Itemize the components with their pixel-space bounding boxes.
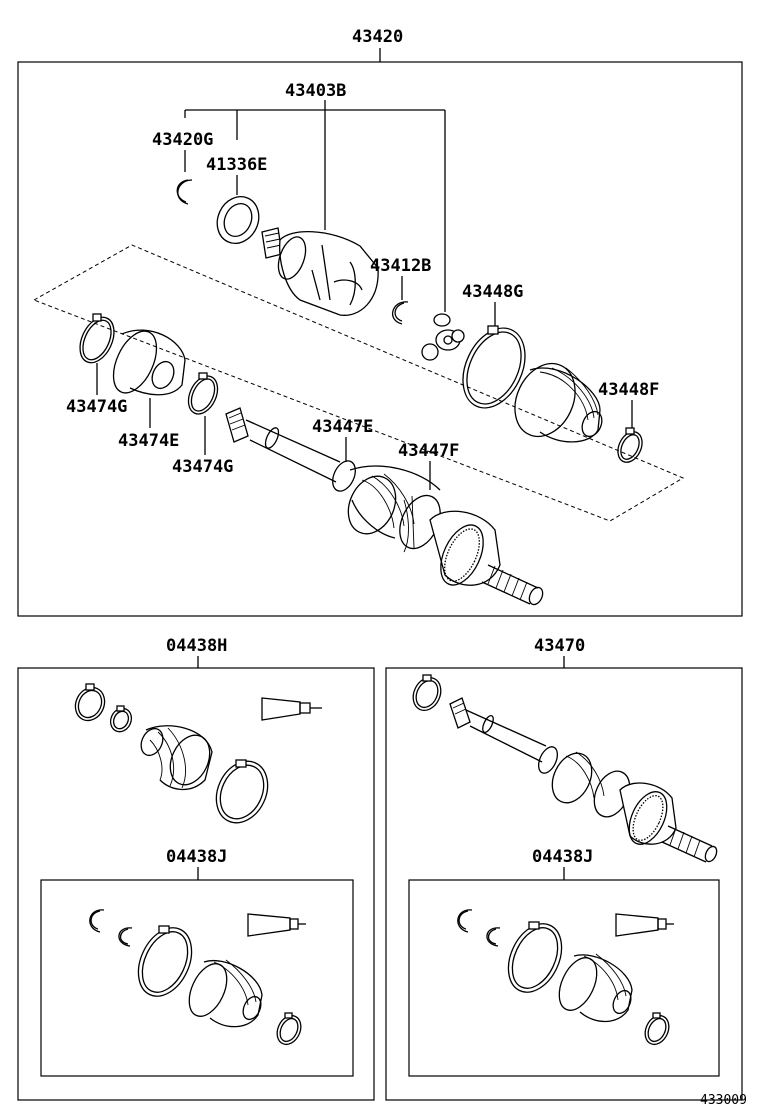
inner-joint-housing <box>261 227 379 316</box>
figure-id: 433009 <box>700 1093 747 1108</box>
kit-j-left-snap-ring <box>89 909 105 933</box>
drive-shaft <box>225 407 441 539</box>
kit-j-left-grease-tube <box>247 913 306 937</box>
shaft-43470-clamp <box>412 674 442 712</box>
bracket-43403B <box>184 100 446 312</box>
kit-h-clamp-band <box>215 759 269 824</box>
label-43420[interactable]: 43420 <box>352 27 403 47</box>
shaft-43470 <box>449 697 718 863</box>
kit-h-boot <box>140 725 213 791</box>
box-43420 <box>17 61 743 617</box>
label-43448F[interactable]: 43448F <box>598 380 659 400</box>
label-41336E[interactable]: 41336E <box>206 155 267 175</box>
label-43474G-a[interactable]: 43474G <box>66 397 127 417</box>
box-04438J-left <box>40 879 354 1077</box>
label-04438H[interactable]: 04438H <box>166 636 227 656</box>
kit-h-clamp-large <box>74 683 106 722</box>
tripod-spider <box>421 313 465 361</box>
kit-j-left-clamp-small <box>276 1012 302 1046</box>
label-04438J-left[interactable]: 04438J <box>166 847 227 867</box>
inner-boot <box>514 362 603 443</box>
kit-j-right-clamp <box>507 921 563 993</box>
box-43470 <box>385 667 743 1101</box>
boot-clamp-43474G-a <box>79 313 115 364</box>
kit-j-right-grease-tube <box>615 913 674 937</box>
boot-clamp-43448F <box>617 427 643 463</box>
label-04438J-right[interactable]: 04438J <box>532 847 593 867</box>
ring-41336E <box>216 196 260 244</box>
outer-boot-on-shaft <box>347 473 441 553</box>
kit-h-grease-tube <box>261 697 322 721</box>
label-43403B[interactable]: 43403B <box>285 81 346 101</box>
kit-outline-dashed <box>32 244 685 522</box>
label-43447E[interactable]: 43447E <box>312 417 373 437</box>
label-43447F[interactable]: 43447F <box>398 441 459 461</box>
snap-ring-43412B <box>392 301 409 325</box>
boot-clamp-43474G-b <box>187 372 219 415</box>
kit-j-right-snap-ring <box>457 909 473 933</box>
kit-j-right-clamp-small <box>644 1012 670 1046</box>
kit-j-left-clamp <box>137 925 193 997</box>
kit-j-left-boot <box>188 959 263 1028</box>
kit-j-left-small-ring <box>118 927 133 947</box>
box-04438H <box>17 667 375 1101</box>
boot-clamp-43448G <box>462 325 526 409</box>
box-04438J-right <box>408 879 720 1077</box>
label-43412B[interactable]: 43412B <box>370 256 431 276</box>
kit-j-right-small-ring <box>486 927 501 947</box>
kit-h-clamp-small <box>109 705 133 733</box>
outer-boot-43474E <box>112 329 186 396</box>
snap-ring-43420G <box>176 179 193 205</box>
label-43448G[interactable]: 43448G <box>462 282 523 302</box>
kit-j-right-boot <box>558 953 633 1023</box>
outer-cv-joint <box>429 510 544 606</box>
label-43470[interactable]: 43470 <box>534 636 585 656</box>
label-43474E[interactable]: 43474E <box>118 431 179 451</box>
label-43474G-b[interactable]: 43474G <box>172 457 233 477</box>
label-43420G[interactable]: 43420G <box>152 130 213 150</box>
